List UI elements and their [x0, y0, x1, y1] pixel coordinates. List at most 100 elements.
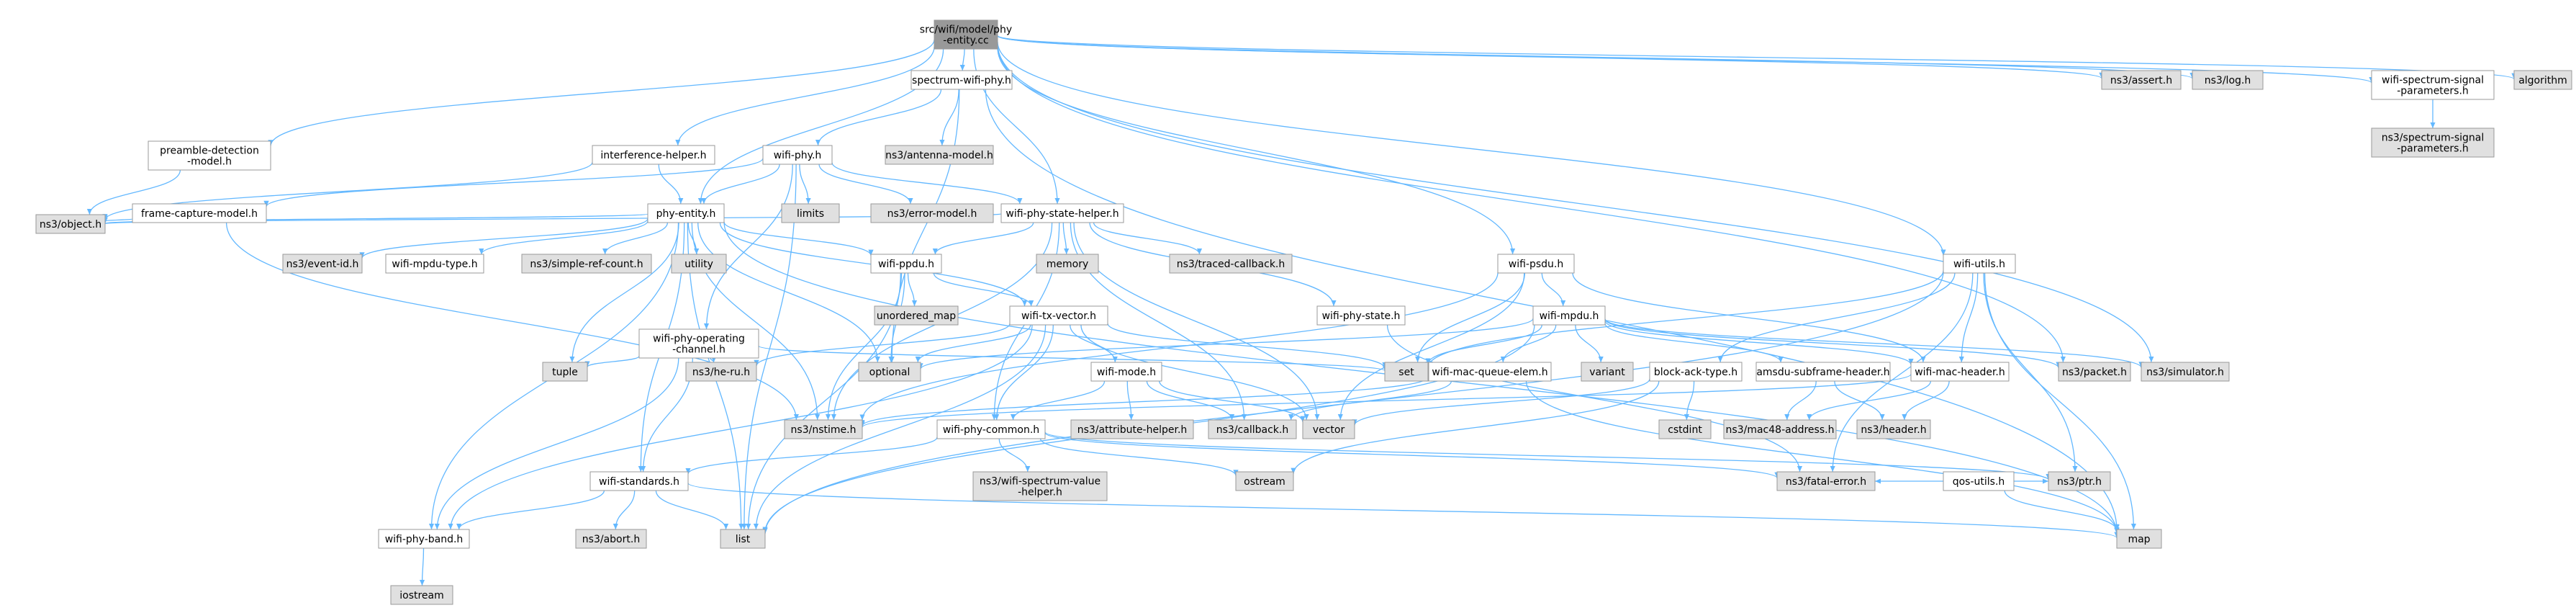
node-map: map: [2116, 529, 2162, 549]
node-box: [1235, 471, 1294, 491]
node-label: ns3/packet.h: [2062, 367, 2127, 378]
node-box: [589, 471, 689, 491]
node-ns3-assert: ns3/assert.h: [2101, 70, 2182, 90]
node-wifi-mpdu[interactable]: wifi-mpdu.h: [1532, 305, 1606, 326]
node-box: [2116, 529, 2162, 549]
node-preamble-detection[interactable]: preamble-detection-model.h: [148, 140, 271, 171]
node-ns3-abort: ns3/abort.h: [575, 529, 647, 549]
edge-phy_entity-to-ns3_event_id: [359, 218, 648, 259]
node-box: [870, 203, 994, 223]
node-box: [1090, 362, 1162, 382]
node-label: ns3/abort.h: [582, 534, 640, 545]
header-nodes: src/wifi/model/phy-entity.cc spectrum-wif…: [35, 19, 2572, 605]
edge-wifi_ppdu-to-unordered_map: [907, 272, 918, 307]
edge-wifi_tx_vector-to-wifi_phy_common: [994, 324, 1054, 421]
edge-block_ack_type-to-ostream: [1291, 380, 1660, 474]
node-spectrum-wifi-phy[interactable]: spectrum-wifi-phy.h: [910, 70, 1013, 90]
edge-wifi_phy-to-wifi_phy_state_helper: [831, 162, 1023, 205]
node-label: tuple: [552, 367, 578, 378]
node-box: [1943, 254, 2016, 274]
node-algorithm: algorithm: [2513, 70, 2572, 90]
node-wifi-mac-header[interactable]: wifi-mac-header.h: [1910, 362, 2010, 382]
node-box: [385, 254, 484, 274]
edge-wifi_tx_vector-to-optional: [915, 324, 1031, 363]
node-label: interference-helper.h: [600, 150, 706, 161]
node-amsdu-subframe-header[interactable]: amsdu-subframe-header.h: [1755, 362, 1891, 382]
node-ns3-packet: ns3/packet.h: [2058, 362, 2131, 382]
node-label: ns3/he-ru.h: [692, 367, 750, 378]
node-label: spectrum-wifi-phy.h: [912, 75, 1011, 86]
node-wifi-spectrum-signal-params[interactable]: wifi-spectrum-signal-parameters.h: [2371, 70, 2495, 100]
node-limits: limits: [781, 203, 840, 223]
node-wifi-tx-vector[interactable]: wifi-tx-vector.h: [1009, 305, 1108, 326]
node-label: memory: [1047, 259, 1089, 270]
node-wifi-mpdu-type[interactable]: wifi-mpdu-type.h: [385, 254, 484, 274]
node-label: wifi-utils.h: [1953, 259, 2005, 270]
node-wifi-phy[interactable]: wifi-phy.h: [762, 145, 833, 165]
node-box: [972, 471, 1108, 501]
node-box: [781, 203, 840, 223]
edge-wifi_phy-to-limits: [799, 164, 811, 205]
node-box: [936, 419, 1046, 439]
node-block-ack-type[interactable]: block-ack-type.h: [1649, 362, 1743, 382]
node-box: [885, 145, 994, 165]
node-label: ns3/error-model.h: [887, 208, 977, 220]
edge-root-to-algorithm: [997, 35, 2517, 80]
node-wifi-ppdu[interactable]: wifi-ppdu.h: [870, 254, 942, 274]
node-label: -parameters.h: [2397, 86, 2469, 97]
node-box: [1009, 305, 1108, 326]
node-box: [762, 145, 833, 165]
node-box: [1169, 254, 1293, 274]
edge-root-to-preamble_detection: [268, 39, 935, 146]
node-label: -parameters.h: [2397, 143, 2469, 155]
edge-wifi_mpdu-to-ns3_simulator: [1604, 318, 2144, 368]
node-wifi-phy-operating-channel[interactable]: wifi-phy-operating-channel.h: [638, 328, 759, 359]
edge-wifi_mac_queue_elem-to-map: [1525, 380, 2120, 534]
node-label: ns3/attribute-helper.h: [1077, 424, 1188, 436]
node-label: wifi-spectrum-signal: [2382, 75, 2484, 86]
node-interference-helper[interactable]: interference-helper.h: [592, 145, 715, 165]
node-label: -entity.cc: [943, 35, 989, 47]
node-label: amsdu-subframe-header.h: [1756, 367, 1889, 378]
edge-wifi_phy-to-phy_entity: [701, 164, 780, 205]
node-label: preamble-detection: [160, 146, 259, 157]
edge-wifi_ppdu-to-wifi_tx_vector: [933, 272, 1034, 307]
node-ns3-simulator: ns3/simulator.h: [2141, 362, 2230, 382]
edge-wifi_tx_vector-to-list: [753, 324, 1047, 530]
node-wifi-phy-common[interactable]: wifi-phy-common.h: [936, 419, 1046, 439]
node-label: optional: [869, 367, 910, 378]
node-box: [2101, 70, 2182, 90]
node-wifi-standards[interactable]: wifi-standards.h: [589, 471, 689, 491]
node-box: [1384, 362, 1429, 382]
node-wifi-mac-queue-elem[interactable]: wifi-mac-queue-elem.h: [1428, 362, 1552, 382]
node-wifi-utils[interactable]: wifi-utils.h: [1943, 254, 2016, 274]
node-tuple: tuple: [542, 362, 588, 382]
node-label: cstdint: [1668, 424, 1702, 436]
edge-wifi_phy-to-list: [741, 164, 797, 530]
node-label: wifi-mpdu-type.h: [392, 259, 477, 270]
node-label: ns3/callback.h: [1216, 424, 1288, 436]
node-wifi-phy-band[interactable]: wifi-phy-band.h: [378, 529, 470, 549]
node-box: [784, 419, 863, 439]
node-wifi-phy-state[interactable]: wifi-phy-state.h: [1316, 305, 1406, 326]
node-box: [132, 203, 267, 223]
node-box: [378, 529, 470, 549]
node-wifi-psdu[interactable]: wifi-psdu.h: [1497, 254, 1575, 274]
node-root[interactable]: src/wifi/model/phy-entity.cc: [920, 19, 1012, 50]
node-box: [1776, 471, 1876, 491]
node-box: [592, 145, 715, 165]
node-wifi-mode[interactable]: wifi-mode.h: [1090, 362, 1162, 382]
node-phy-entity[interactable]: phy-entity.h: [647, 203, 725, 223]
node-box: [934, 19, 998, 50]
node-label: wifi-mode.h: [1097, 367, 1156, 378]
node-frame-capture[interactable]: frame-capture-model.h: [132, 203, 267, 223]
node-qos-utils[interactable]: qos-utils.h: [1943, 471, 2015, 491]
edge-wifi_mpdu-to-wifi_mac_queue_elem: [1500, 324, 1557, 363]
dependency-edges: [86, 35, 2517, 586]
edge-wifi_utils-to-ns3_ptr: [1983, 272, 2078, 473]
node-label: wifi-phy-operating: [653, 334, 745, 345]
node-optional: optional: [858, 362, 921, 382]
node-wifi-phy-state-helper[interactable]: wifi-phy-state-helper.h: [1000, 203, 1124, 223]
edge-block_ack_type-to-vector: [1352, 378, 1650, 426]
